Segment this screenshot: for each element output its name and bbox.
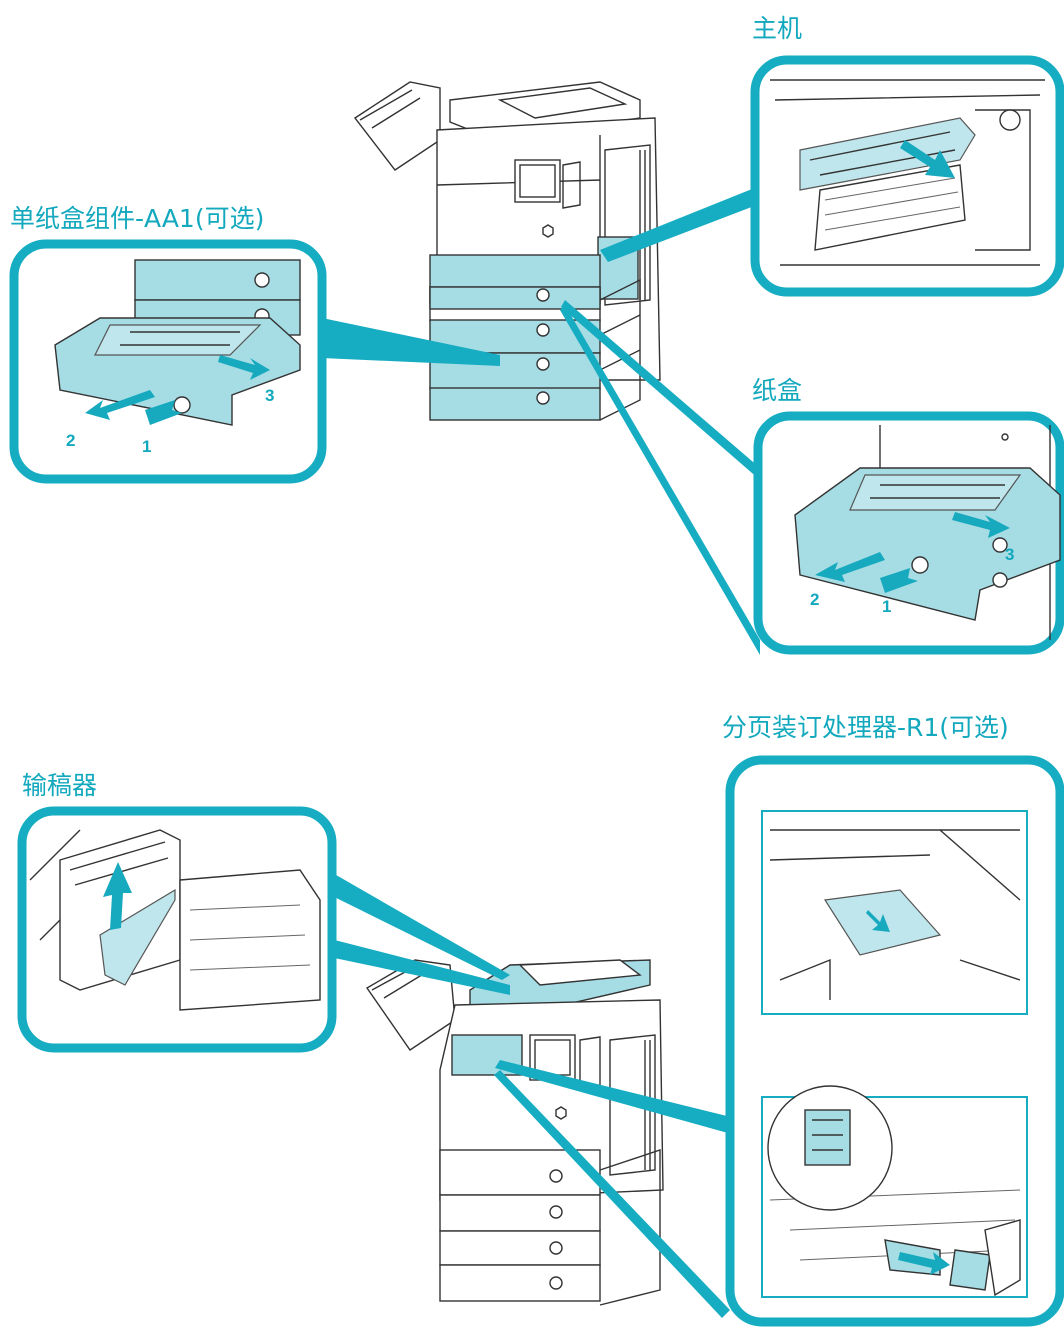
label-main-unit: 主机: [752, 14, 803, 43]
connector-cassette-module: [322, 318, 500, 366]
label-cassette-module: 单纸盒组件-AA1(可选): [10, 204, 265, 233]
connector-feeder-b: [315, 935, 510, 995]
subpanel-staple-jam: [761, 1085, 1028, 1298]
connector-finisher-b: [494, 1070, 730, 1318]
panel-cassette-module: 1 2 3: [9, 239, 327, 484]
step-left-1: 1: [142, 437, 151, 456]
copier-bottom: [365, 959, 664, 1306]
connector-paper-drawer-a: [561, 300, 760, 480]
panel-paper-drawer: 1 2 3: [753, 411, 1064, 655]
subpanel-paper-jam: [761, 810, 1028, 1015]
connector-paper-drawer-b: [560, 305, 760, 655]
connector-finisher-a: [495, 1060, 735, 1135]
label-paper-drawer: 纸盒: [752, 376, 803, 405]
label-finisher: 分页装订处理器-R1(可选): [722, 713, 1009, 742]
copier-top: [353, 81, 661, 421]
panel-feeder: [17, 806, 337, 1053]
step-left-2: 2: [66, 431, 75, 450]
step-right-2: 2: [810, 590, 819, 609]
label-feeder: 输稿器: [22, 771, 98, 800]
panel-main-unit: [750, 55, 1064, 297]
connector-feeder-a: [300, 860, 510, 980]
panel-finisher: [725, 755, 1064, 1327]
step-left-3: 3: [265, 386, 274, 405]
connector-main-unit: [600, 185, 762, 262]
step-right-1: 1: [882, 597, 891, 616]
step-right-3: 3: [1005, 545, 1014, 564]
